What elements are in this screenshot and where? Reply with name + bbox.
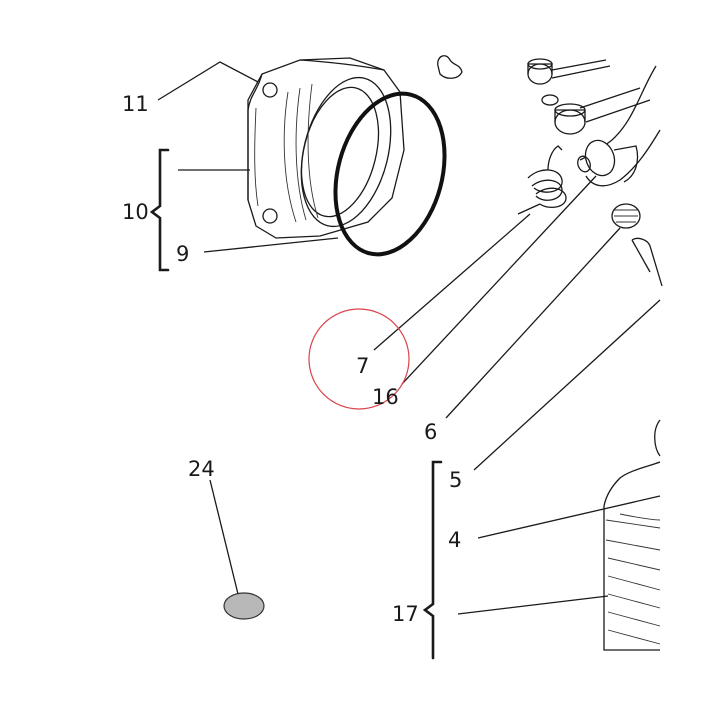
brace-5-4-17 (422, 460, 443, 660)
label-24: 24 (188, 457, 215, 481)
label-5: 5 (449, 468, 462, 492)
o-ring-seal (333, 91, 447, 257)
leader-lines (157, 61, 661, 615)
highlight-circle (308, 308, 410, 410)
small-fittings-part (437, 55, 651, 135)
lower-housing-part (603, 419, 661, 651)
label-17: 17 (392, 602, 419, 626)
label-11: 11 (122, 92, 149, 116)
label-6: 6 (424, 420, 437, 444)
housing-flange-part (247, 57, 405, 239)
label-4: 4 (448, 528, 461, 552)
label-16: 16 (372, 385, 399, 409)
label-9: 9 (176, 242, 189, 266)
brace-10 (149, 148, 170, 272)
torsion-spring-part (517, 145, 567, 215)
shaft-assembly-part (577, 65, 661, 187)
cap-nut-part (611, 203, 663, 287)
label-10: 10 (122, 200, 149, 224)
plug-part (223, 592, 265, 620)
label-7: 7 (356, 354, 369, 378)
